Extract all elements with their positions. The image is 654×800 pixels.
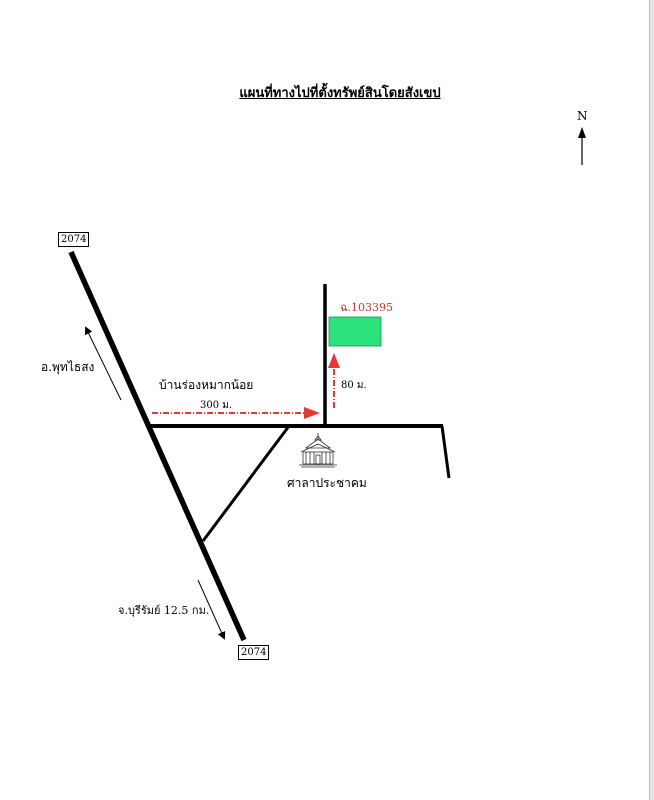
connector-road: [201, 425, 291, 542]
label-community-hall: ศาลาประชาคม: [287, 476, 367, 490]
label-distance-300: 300 ม.: [200, 400, 233, 411]
direction-arrow-buriram: [197, 579, 226, 640]
community-hall-building-icon: [299, 433, 337, 468]
north-label: N: [577, 109, 588, 123]
label-distance-80: 80 ม.: [341, 380, 367, 391]
route-arrow-north: [328, 353, 340, 408]
label-buriram: จ.บุรีรัมย์ 12.5 กม.: [118, 604, 210, 617]
page-edge: [649, 0, 654, 800]
route-number-bottom: 2074: [238, 645, 270, 660]
north-arrow-icon: [578, 127, 586, 165]
label-village: บ้านร่องหมากน้อย: [159, 378, 254, 392]
property-parcel: [328, 316, 382, 347]
map-title: แผนที่ทางไปที่ตั้งทรัพย์สินโดยสังเขป: [239, 86, 441, 101]
highway-2074: [68, 250, 247, 642]
label-deed-number: ฉ.103395: [340, 301, 393, 314]
road-east-spur: [440, 425, 451, 479]
route-arrow-east: [152, 407, 320, 419]
route-number-top: 2074: [58, 232, 90, 247]
label-phutthaisong: อ.พุทไธสง: [41, 360, 95, 374]
direction-arrow-phutthaisong: [85, 326, 122, 401]
